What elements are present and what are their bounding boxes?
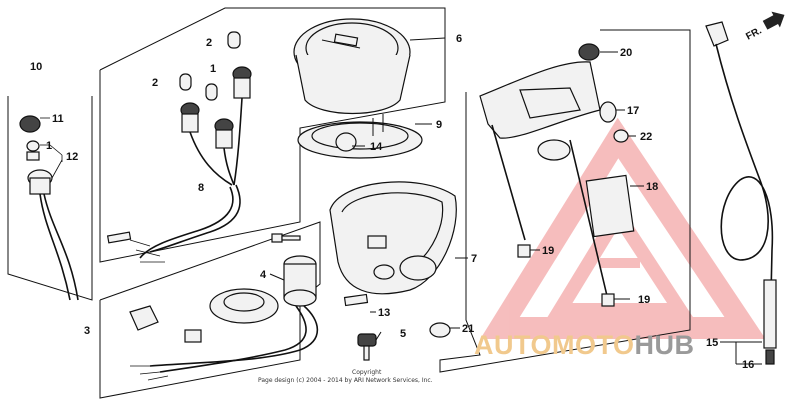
callout-20: 20 bbox=[620, 47, 632, 59]
watermark-text-primary: AUTOMOTO bbox=[474, 330, 635, 360]
callout-2-top: 2 bbox=[206, 37, 212, 49]
callout-2-left: 2 bbox=[152, 77, 158, 89]
callout-16: 16 bbox=[742, 359, 754, 371]
callout-7: 7 bbox=[471, 253, 477, 265]
ignition-switch-part-3 bbox=[129, 233, 319, 381]
callout-18: 18 bbox=[646, 181, 658, 193]
callout-12: 12 bbox=[66, 151, 78, 163]
callout-17: 17 bbox=[627, 105, 639, 117]
callout-19-upper: 19 bbox=[542, 245, 554, 257]
callout-8: 8 bbox=[198, 182, 204, 194]
speedometer-cable bbox=[705, 21, 777, 365]
key-part-5 bbox=[357, 333, 377, 361]
indicator-socket-assembly bbox=[19, 115, 79, 301]
callout-5: 5 bbox=[400, 328, 406, 340]
nut-part-22 bbox=[613, 129, 629, 143]
callout-21: 21 bbox=[462, 323, 474, 335]
meter-bracket bbox=[479, 61, 635, 301]
callout-10: 10 bbox=[30, 61, 42, 73]
wire-harness-part-8 bbox=[106, 31, 252, 263]
callout-1-left: 1 bbox=[46, 140, 52, 152]
watermark-text: AUTOMOTOHUB bbox=[474, 330, 695, 360]
meter-case-part-7 bbox=[329, 181, 468, 295]
grommet-part-21 bbox=[429, 322, 451, 338]
callout-3: 3 bbox=[84, 325, 90, 337]
watermark-text-secondary: HUB bbox=[635, 330, 695, 360]
callout-19-lower: 19 bbox=[638, 294, 650, 306]
callout-6: 6 bbox=[456, 33, 462, 45]
callout-22: 22 bbox=[640, 131, 652, 143]
group-box-bracket bbox=[439, 29, 691, 373]
callout-4: 4 bbox=[260, 269, 267, 281]
collar-part-19a bbox=[517, 244, 531, 258]
copyright-line-2: Page design (c) 2004 - 2014 by ARI Netwo… bbox=[258, 377, 433, 384]
callout-15: 15 bbox=[706, 337, 718, 349]
watermark-logo bbox=[480, 117, 766, 339]
front-direction-label: FR. bbox=[744, 25, 764, 42]
speedometer-part-6 bbox=[293, 18, 446, 159]
part-13-plate bbox=[343, 293, 369, 307]
front-direction-arrow: FR. bbox=[744, 11, 785, 43]
rubber-part-20 bbox=[578, 43, 600, 61]
copyright-line-1: Copyright bbox=[352, 369, 382, 376]
collar-part-19b bbox=[601, 293, 615, 307]
callout-13: 13 bbox=[378, 307, 390, 319]
callout-1: 1 bbox=[210, 63, 216, 75]
collar-part-17 bbox=[599, 101, 617, 123]
group-box-3 bbox=[99, 221, 321, 399]
callout-14: 14 bbox=[370, 141, 383, 153]
group-box-8 bbox=[99, 7, 446, 263]
callout-11: 11 bbox=[52, 113, 64, 125]
callout-9: 9 bbox=[436, 119, 442, 131]
group-box-10 bbox=[7, 96, 93, 301]
